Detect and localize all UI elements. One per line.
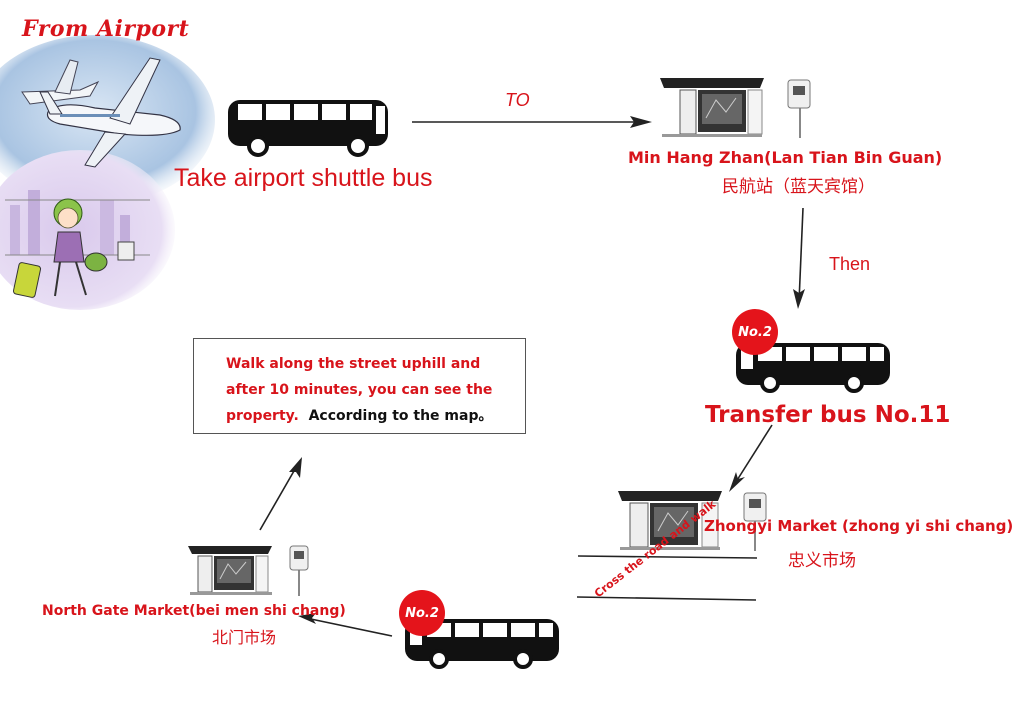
bus-number-badge: No.2 <box>399 590 445 636</box>
arrow-icon <box>259 463 299 531</box>
stop2-name-en: Zhongyi Market (zhong yi shi chang) <box>704 517 1014 535</box>
map-note: According to the map。 <box>308 408 493 424</box>
directions-line-2: after 10 minutes, you can see the <box>226 382 493 398</box>
stop3-name-zh: 北门市场 <box>212 628 277 647</box>
stop1-name-zh: 民航站（蓝天宾馆） <box>722 177 875 197</box>
road-line <box>577 555 758 559</box>
road-line <box>576 596 757 601</box>
stop1-name-en: Min Hang Zhan(Lan Tian Bin Guan) <box>628 148 943 167</box>
shuttle-label: Take airport shuttle bus <box>174 164 433 192</box>
directions-line-1: Walk along the street uphill and <box>226 356 481 372</box>
arrow-icon <box>733 424 773 486</box>
directions-box: Walk along the street uphill and after 1… <box>193 338 526 434</box>
page-title: From Airport <box>22 16 190 42</box>
to-label: TO <box>505 90 530 110</box>
then-label: Then <box>829 254 871 274</box>
directions-line-3: property. <box>226 408 299 424</box>
bus-number-badge: No.2 <box>732 309 778 355</box>
arrow-icon <box>305 617 393 637</box>
stop2-name-zh: 忠义市场 <box>788 551 856 571</box>
transfer-label: Transfer bus No.11 <box>705 402 951 428</box>
stop3-name-en: North Gate Market(bei men shi chang) <box>42 603 346 619</box>
arrow-icon <box>798 207 804 303</box>
